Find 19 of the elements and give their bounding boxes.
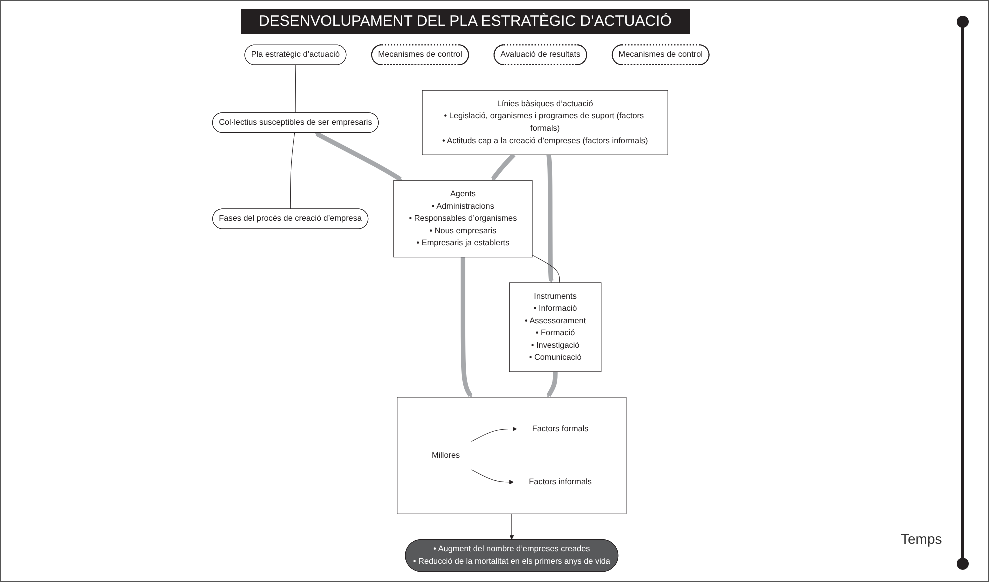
arrow (315, 132, 403, 182)
node-box: Instruments • Informació • Assessorament • Formació • Investigació • Comunicació (509, 282, 602, 372)
arrow (471, 469, 514, 485)
arrow (491, 153, 516, 181)
node-box: Línies bàsiques d’actuació • Legislació, organismes i programes de suport (factors formals) • Actituds cap a la creació d’empreses (factors informals) (422, 90, 668, 156)
arrow (471, 426, 518, 442)
connector (532, 255, 560, 284)
node-box: Agents • Administracions • Responsables d’organismes • Nous empresaris • Empresaris ja establerts (394, 180, 533, 258)
connector (290, 132, 296, 210)
arrow (546, 154, 554, 284)
timeline-label: Temps (901, 531, 942, 547)
title-banner: DESENVOLUPAMENT DEL PLA ESTRATÈGIC D’ACTUACIÓ (241, 9, 690, 34)
node-text: Factors informals (529, 478, 592, 486)
arrow (546, 372, 558, 398)
arrow (510, 514, 514, 540)
node-text: Factors formals (532, 424, 589, 434)
arrow (460, 257, 473, 398)
cluster (397, 397, 627, 514)
node-text: Millores (432, 451, 460, 460)
